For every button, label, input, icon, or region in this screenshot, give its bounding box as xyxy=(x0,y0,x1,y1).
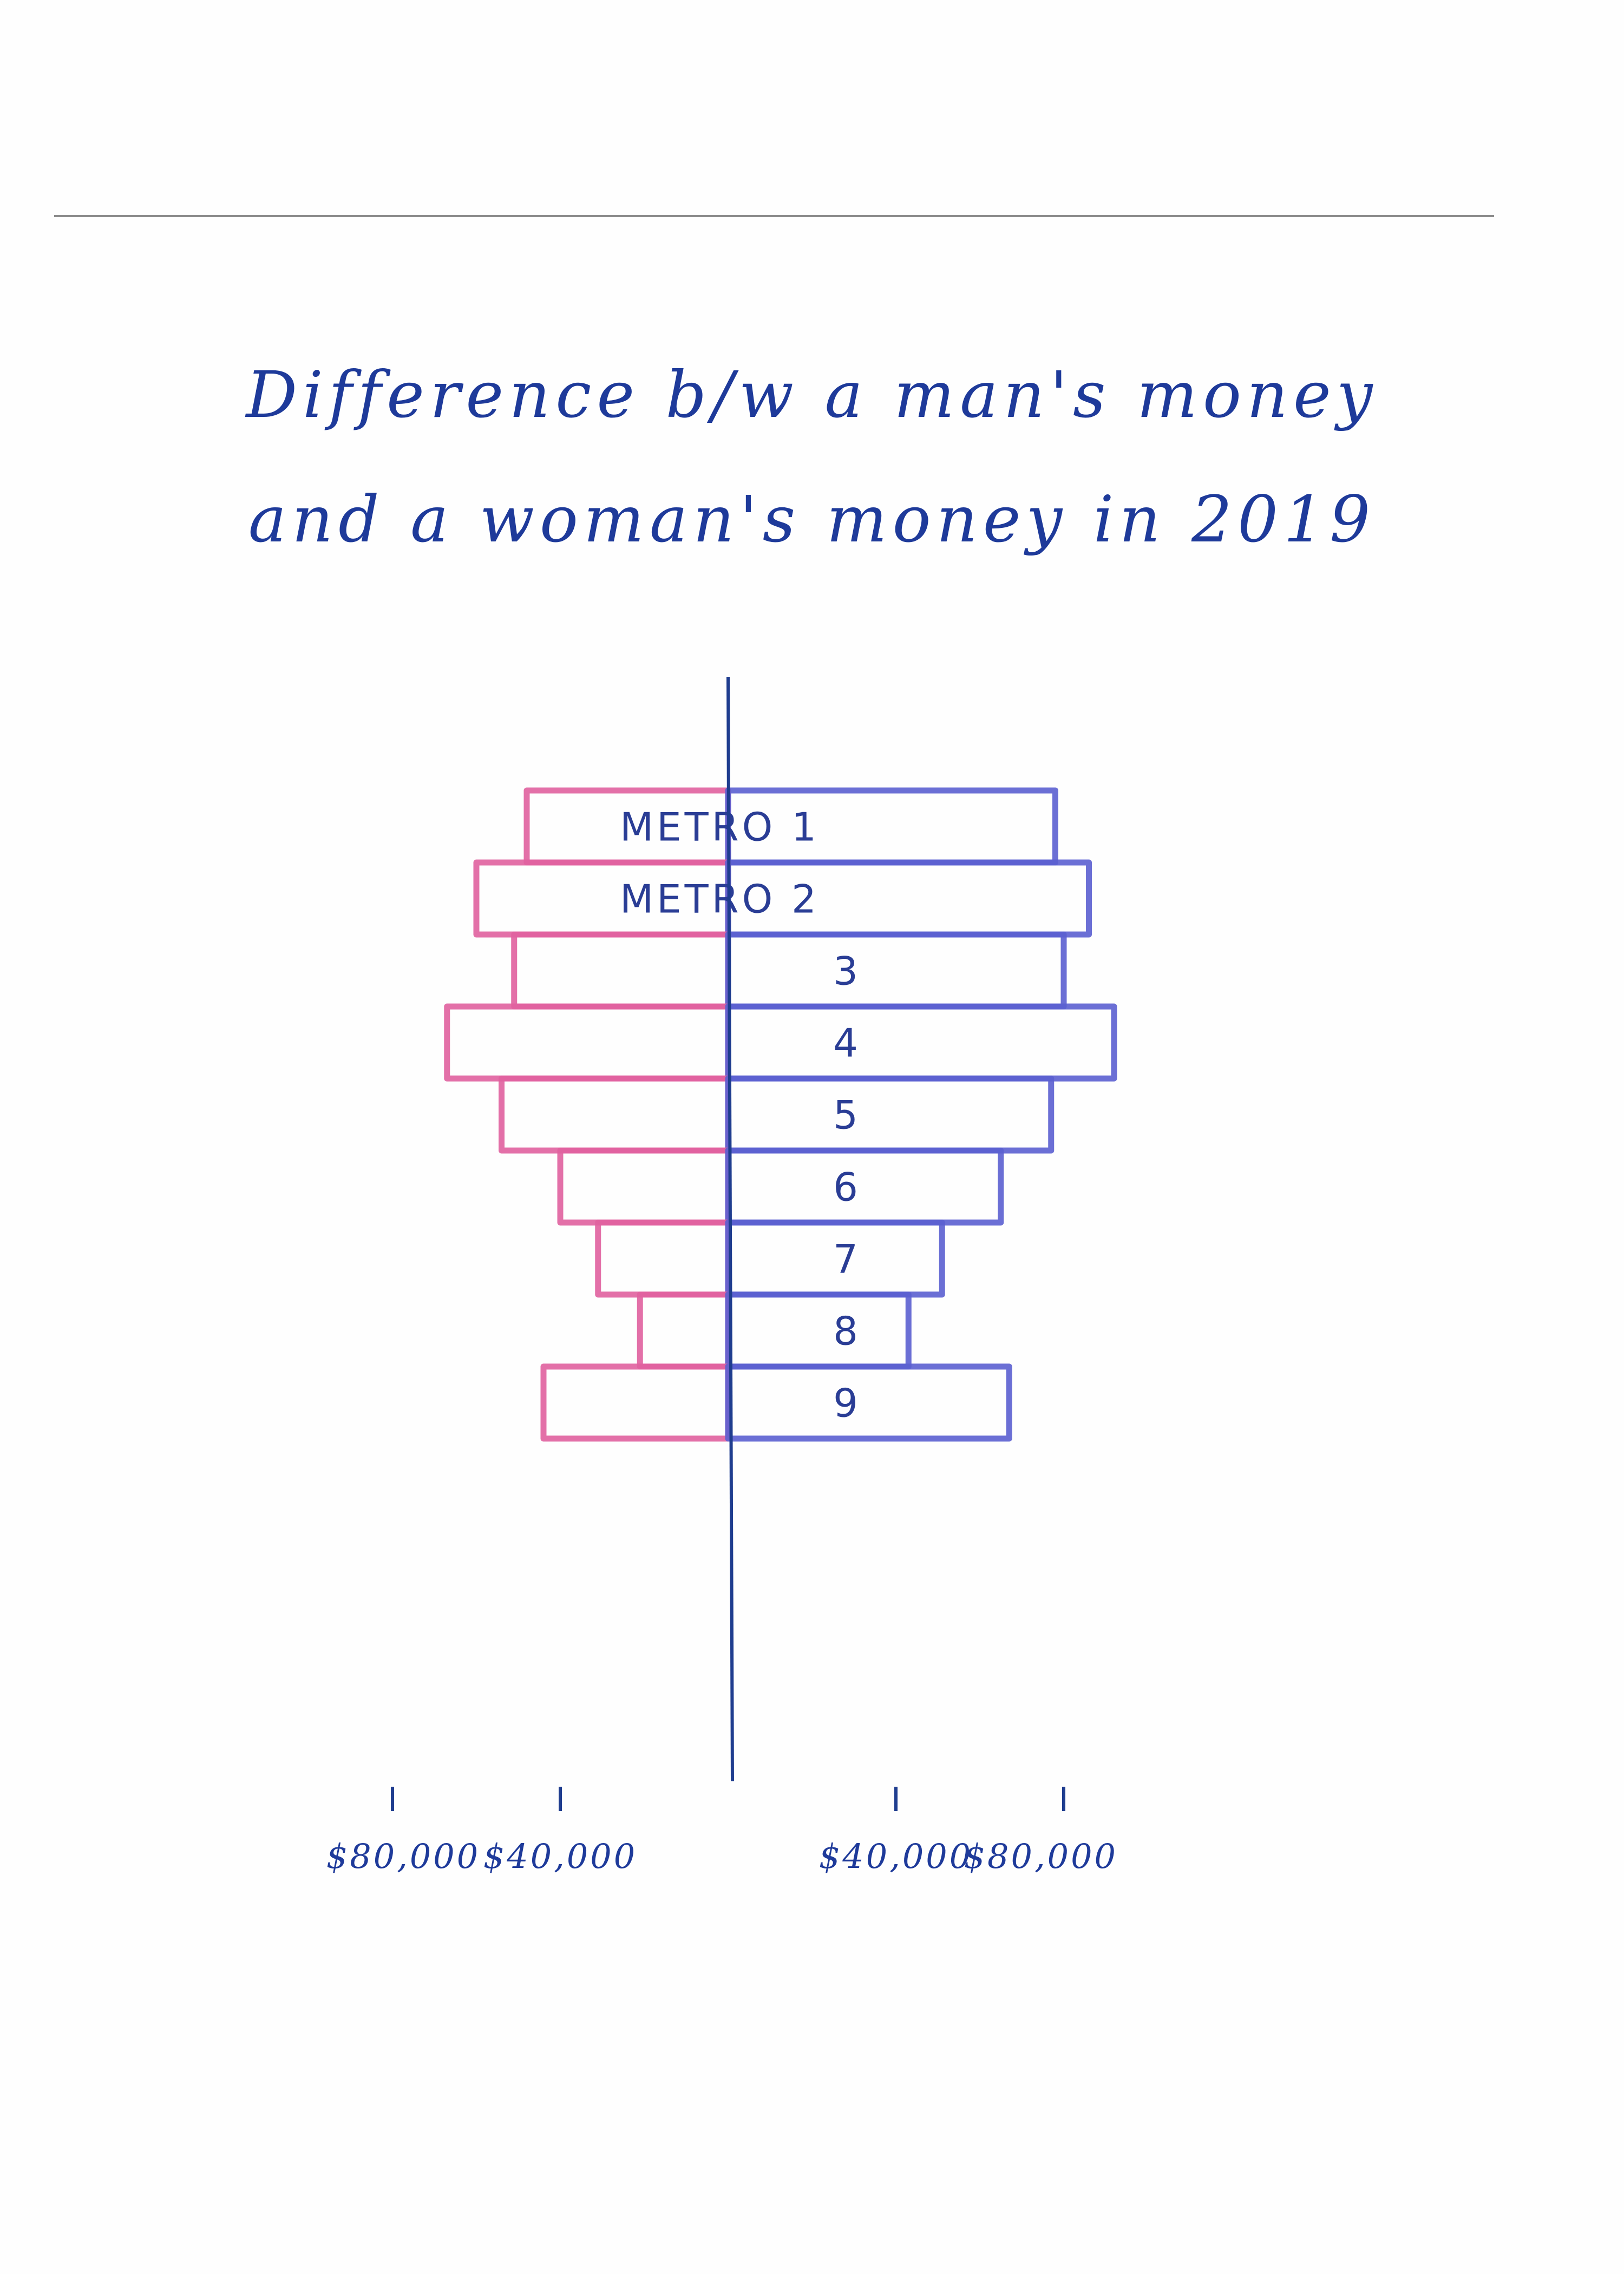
bar-left-9 xyxy=(540,1363,731,1442)
bar-left-7 xyxy=(595,1219,731,1298)
bar-left-8 xyxy=(637,1291,731,1370)
category-label: 7 xyxy=(833,1237,861,1282)
bar-left-6 xyxy=(557,1147,731,1226)
bar-right-5 xyxy=(725,1075,1055,1154)
x-tick-label: $80,000 xyxy=(326,1837,480,1876)
bar-right-4 xyxy=(725,1003,1117,1082)
bar-right-8 xyxy=(725,1291,912,1370)
bar-right-9 xyxy=(725,1363,1012,1442)
category-label: 4 xyxy=(833,1021,861,1066)
bar-right-6 xyxy=(725,1147,1004,1226)
category-label: METRO 1 xyxy=(620,805,820,850)
category-label: 8 xyxy=(833,1309,861,1354)
bar-left-4 xyxy=(444,1003,731,1082)
category-label: METRO 2 xyxy=(620,877,820,922)
chart-title-line-1: Difference b/w a man's money xyxy=(246,357,1378,432)
category-label: 3 xyxy=(833,949,861,994)
x-tick-label: $80,000 xyxy=(964,1837,1118,1876)
center-axis-line xyxy=(726,676,734,1782)
x-tick-label: $40,000 xyxy=(483,1837,637,1876)
category-label: 9 xyxy=(833,1381,861,1426)
bar-left-5 xyxy=(499,1075,731,1154)
bar-right-3 xyxy=(725,931,1067,1010)
top-rule xyxy=(54,215,1494,217)
x-tick-label: $40,000 xyxy=(819,1837,973,1876)
category-label: 5 xyxy=(833,1093,861,1138)
chart-title-line-2: and a woman's money in 2019 xyxy=(248,482,1376,557)
bar-left-3 xyxy=(511,931,731,1010)
category-label: 6 xyxy=(833,1165,861,1210)
